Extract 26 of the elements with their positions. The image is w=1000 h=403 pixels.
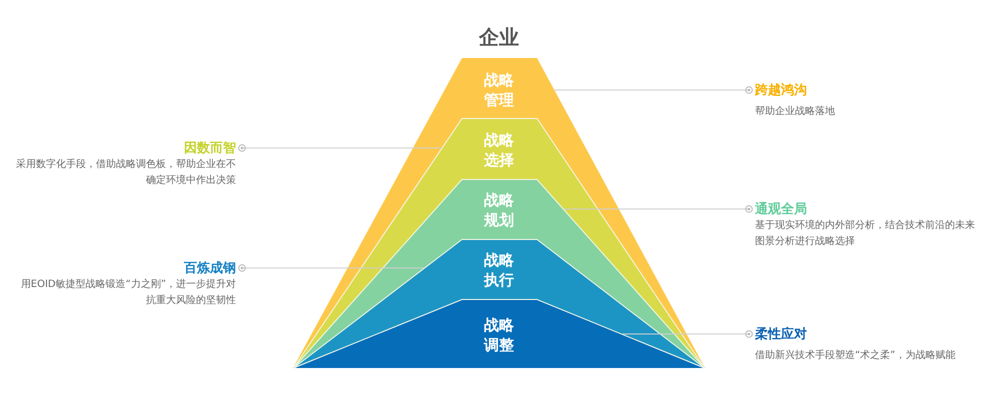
- layer-label: 战略选择: [483, 130, 515, 170]
- mountain-layer: [293, 179, 705, 368]
- leader-line: [554, 86, 753, 94]
- callout-heading: 柔性应对: [755, 326, 807, 343]
- callout-text: 采用数字化手段，借助战略调色板，帮助企业在不确定环境中作出决策: [15, 158, 236, 188]
- leader-line: [238, 264, 424, 272]
- callout-heading: 因数而智: [184, 140, 236, 157]
- callout-text: 借助新兴技术手段塑造“术之柔”，为战略赋能: [755, 348, 956, 363]
- mountain-layer: [293, 299, 705, 368]
- mountain-layer: [293, 58, 705, 368]
- callout-heading: 跨越鸿沟: [755, 82, 807, 99]
- callout-heading: 通观全局: [755, 201, 807, 218]
- layer-label: 战略调整: [482, 315, 515, 355]
- leader-line: [622, 330, 753, 338]
- leader-line: [563, 205, 753, 213]
- callout-text: 帮助企业战略落地: [755, 104, 835, 119]
- callout-text: 用EOID敏捷型战略锻造“力之刚”，进一步提升对抗重大风险的坚韧性: [20, 278, 236, 308]
- callout-heading: 百炼成钢: [184, 260, 236, 277]
- callout-text: 基于现实环境的内外部分析，结合技术前沿的未来图景分析进行战略选择: [755, 218, 976, 249]
- layer-label: 战略执行: [482, 250, 515, 290]
- mountain-layer: [293, 118, 705, 368]
- layer-label: 战略管理: [483, 70, 515, 110]
- layer-label: 战略规划: [482, 190, 515, 230]
- leader-line: [238, 144, 442, 152]
- mountain-layer: [293, 239, 705, 368]
- title: 企业: [479, 25, 519, 49]
